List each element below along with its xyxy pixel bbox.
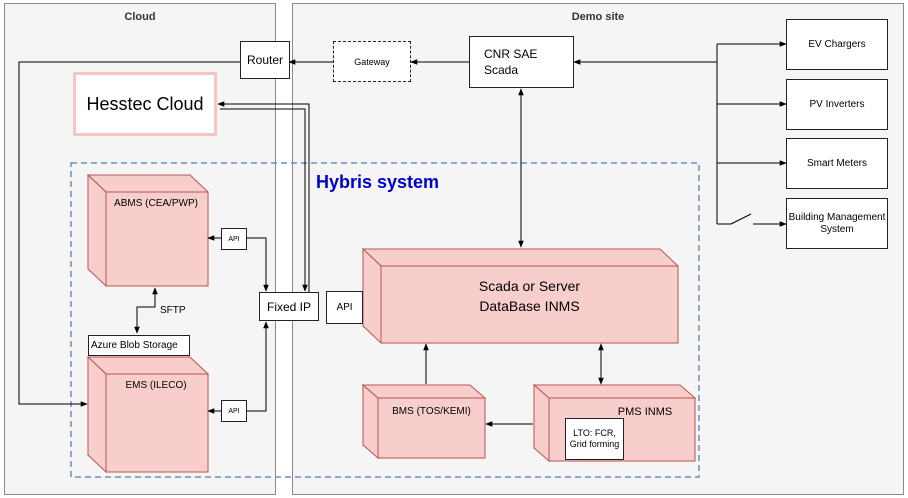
abms-cube <box>86 173 210 288</box>
scada-server-label: Scada or Server DataBase INMS <box>381 276 678 316</box>
ev-chargers-label: EV Chargers <box>808 39 866 50</box>
sftp-link <box>137 287 155 334</box>
lto-label: LTO: FCR, Grid forming <box>569 428 620 449</box>
api-box-top: API <box>221 228 247 250</box>
cnr-sae-scada-box: CNR SAE Scada <box>469 36 574 88</box>
api-bottom-label: API <box>228 407 240 415</box>
abms-label: ABMS (CEA/PWP) <box>114 198 198 209</box>
smart-meters-label: Smart Meters <box>806 158 867 169</box>
ev-chargers-box: EV Chargers <box>786 19 888 70</box>
pv-inverters-label: PV Inverters <box>809 99 865 110</box>
lto-box: LTO: FCR, Grid forming <box>565 418 624 460</box>
scada-line2: DataBase INMS <box>479 298 580 314</box>
gateway-label: Gateway <box>354 56 390 67</box>
demo-site-region-title: Demo site <box>571 11 625 23</box>
fixed-ip-label: Fixed IP <box>266 299 311 314</box>
bms-cube <box>361 383 487 460</box>
api-top-label: API <box>228 235 240 243</box>
fixed-ip-to-hesstec-link <box>217 101 310 293</box>
sftp-label: SFTP <box>160 305 186 316</box>
hybris-system-title: Hybris system <box>316 172 440 192</box>
hesstec-to-fixed-ip-link <box>220 108 308 292</box>
pv-inverters-box: PV Inverters <box>786 79 888 130</box>
bms-label: BMS (TOS/KEMI) <box>392 406 471 417</box>
switch-lever <box>730 213 752 225</box>
api-main-box: API <box>326 291 363 324</box>
abms-azure-sftp-link <box>134 287 158 334</box>
api-top-to-fixed-ip-link <box>247 237 269 292</box>
smart-meters-box: Smart Meters <box>786 138 888 189</box>
azure-blob-storage-label: Azure Blob Storage <box>91 340 178 351</box>
router-label: Router <box>246 53 284 67</box>
cloud-region-title: Cloud <box>124 11 156 23</box>
gateway-box: Gateway <box>333 41 411 82</box>
api-box-bottom: API <box>221 400 247 422</box>
hesstec-cloud-box: Hesstec Cloud <box>73 72 217 136</box>
router-to-ems-link <box>18 61 241 407</box>
api-main-label: API <box>336 302 353 313</box>
fixed-ip-box: Fixed IP <box>259 292 319 321</box>
building-management-label: Building Management System <box>788 211 886 235</box>
cnr-sae-label: CNR SAE <box>484 47 538 61</box>
router-box: Router <box>240 41 290 79</box>
hesstec-cloud-label: Hesstec Cloud <box>86 93 204 114</box>
scada-line1: Scada or Server <box>478 278 581 294</box>
pms-label: PMS INMS <box>617 406 673 418</box>
azure-blob-storage-box: Azure Blob Storage <box>88 335 190 356</box>
hybris-system-container <box>70 162 700 478</box>
api-bottom-to-fixed-ip-link <box>247 321 269 412</box>
scada-cube <box>361 247 680 345</box>
cnr-scada-label: Scada <box>484 63 519 77</box>
ems-cube <box>86 355 210 474</box>
building-management-box: Building Management System <box>786 198 888 249</box>
ems-label: EMS (ILECO) <box>125 380 187 391</box>
